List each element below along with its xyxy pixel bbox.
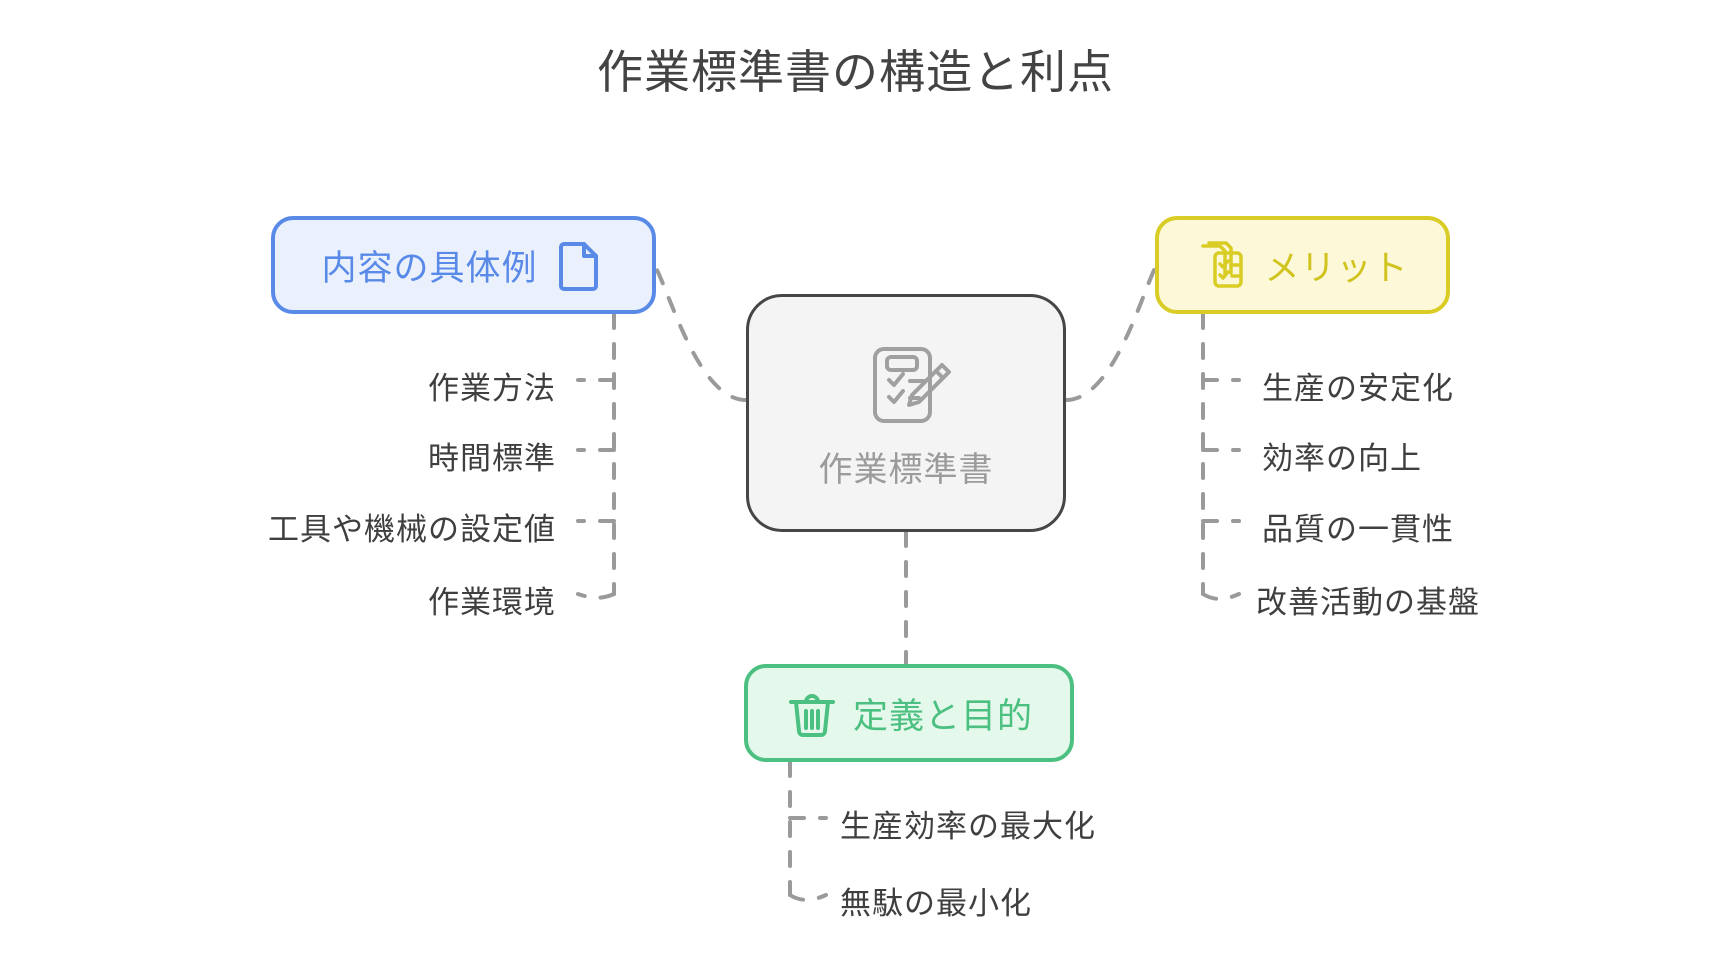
leaf-merit-0: 生産の安定化 <box>1262 371 1454 406</box>
branch-node-merit[interactable]: メリット <box>1155 216 1450 314</box>
leaf-purpose-0: 生産効率の最大化 <box>840 809 1096 844</box>
stub-merit-3 <box>1201 592 1241 601</box>
stub-content-3 <box>576 592 616 600</box>
center-node-label: 作業標準書 <box>818 450 994 489</box>
branch-node-content-label: 内容の具体例 <box>321 248 538 288</box>
leaf-merit-2: 品質の一貫性 <box>1262 512 1454 547</box>
trash-bin-icon <box>785 686 839 740</box>
stub-purpose-1 <box>788 893 828 902</box>
branch-node-merit-label: メリット <box>1264 248 1409 288</box>
leaf-content-0: 作業方法 <box>428 371 556 406</box>
leaf-merit-1: 効率の向上 <box>1262 441 1422 476</box>
center-node[interactable]: 作業標準書 <box>746 294 1066 532</box>
leaf-content-2: 工具や機械の設定値 <box>268 512 556 547</box>
leaf-content-3: 作業環境 <box>428 585 556 620</box>
branch-node-purpose-label: 定義と目的 <box>852 696 1033 736</box>
stacked-checklist-icon <box>1196 238 1250 292</box>
branch-node-content[interactable]: 内容の具体例 <box>271 216 656 314</box>
leaf-purpose-1: 無駄の最小化 <box>840 886 1032 921</box>
branch-node-purpose[interactable]: 定義と目的 <box>744 664 1074 762</box>
leaf-merit-3: 改善活動の基盤 <box>1256 585 1480 620</box>
edge-center-to-content <box>654 266 748 402</box>
page-title: 作業標準書の構造と利点 <box>597 46 1114 98</box>
leaf-content-1: 時間標準 <box>428 441 556 476</box>
clipboard-pencil-icon <box>858 336 954 432</box>
document-icon <box>552 238 606 292</box>
edge-center-to-merit <box>1064 266 1157 402</box>
